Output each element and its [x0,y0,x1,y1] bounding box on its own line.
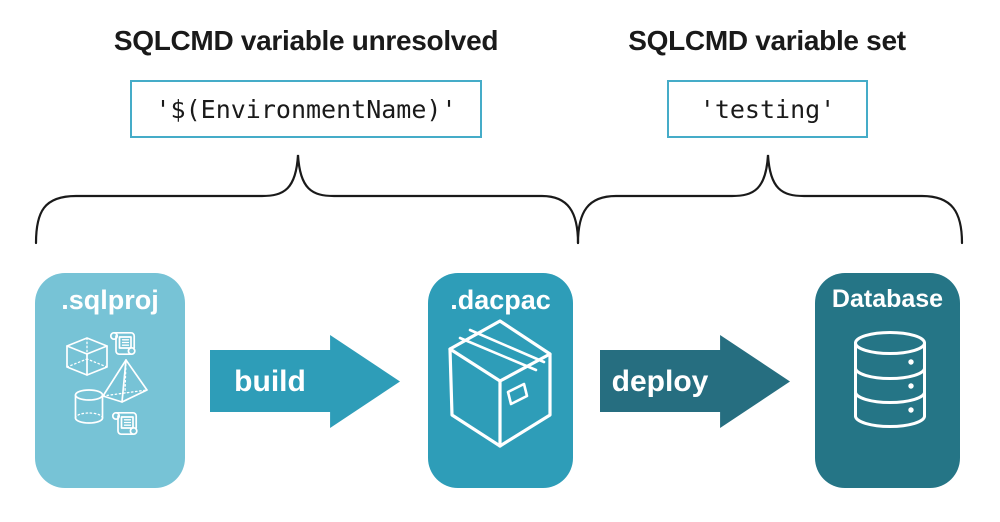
node-sqlproj: .sqlproj [35,273,185,488]
left-brace [36,155,578,243]
code-testing: 'testing' [699,94,836,124]
package-icon [446,319,554,453]
build-arrow-label: build [234,364,306,398]
deploy-arrow: deploy [600,335,790,428]
pyramid-icon [103,360,147,402]
build-arrow: build [210,335,400,428]
node-dacpac: .dacpac [428,273,573,488]
heading-variable-set: SQLCMD variable set [628,25,906,56]
scroll-icon [111,333,135,354]
node-dacpac-label: .dacpac [450,285,551,315]
database-icon [852,331,928,428]
sql-objects-icon-cluster [62,323,152,441]
node-database: Database [815,273,960,488]
right-brace [578,155,962,243]
code-box-testing: 'testing' [667,80,868,138]
code-box-environment-name: '$(EnvironmentName)' [130,80,482,138]
cylinder-icon [76,390,103,423]
deploy-arrow-label: deploy [611,364,709,398]
scroll-icon [113,413,137,434]
node-database-label: Database [831,285,944,313]
heading-variable-unresolved: SQLCMD variable unresolved [113,25,499,56]
node-sqlproj-label: .sqlproj [61,285,159,315]
cube-icon [67,338,107,375]
code-environment-name: '$(EnvironmentName)' [155,94,457,124]
